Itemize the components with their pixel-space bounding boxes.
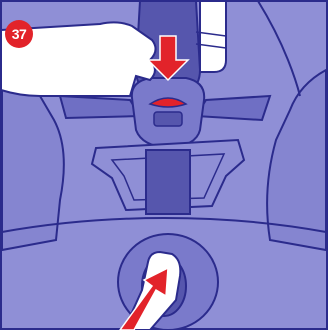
step-number: 37	[5, 20, 33, 48]
buckle-slot	[154, 112, 182, 126]
shoulder-strap-right	[196, 96, 270, 120]
hand-top-finger	[200, 1, 226, 72]
shoulder-strap-left	[60, 96, 140, 118]
crotch-strap	[146, 150, 190, 214]
